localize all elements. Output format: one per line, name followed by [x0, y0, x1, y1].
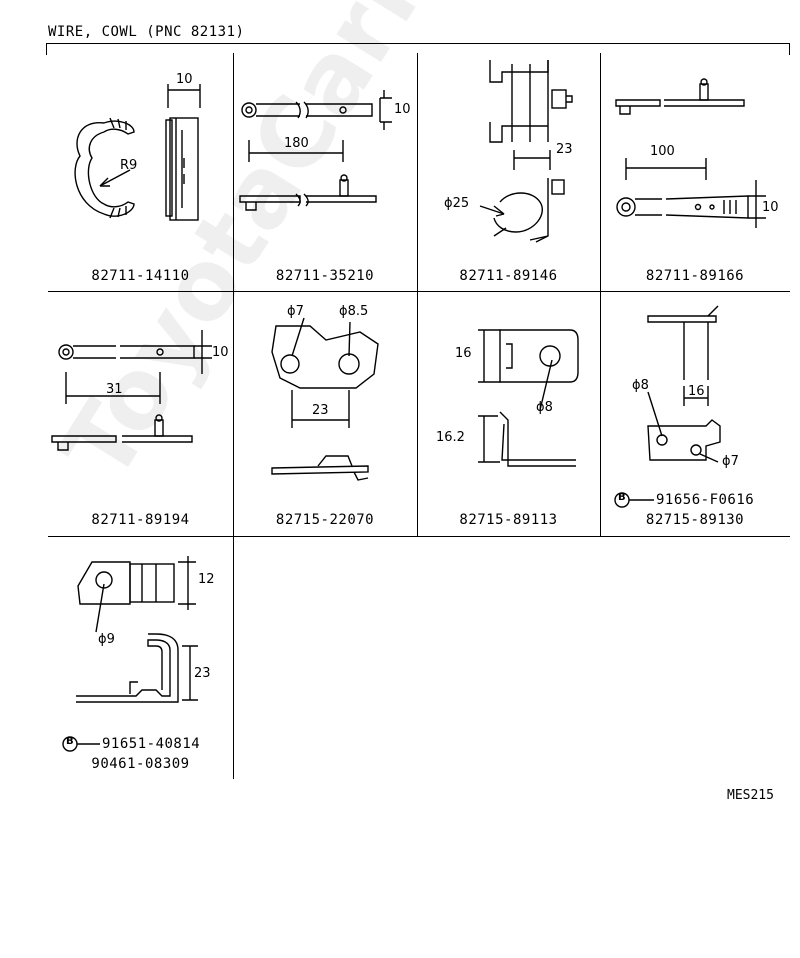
dim-label: 23 [556, 142, 573, 157]
strap-wide-drawing [615, 78, 766, 228]
part-number: 82715-89113 [459, 512, 558, 528]
clip-drawing [479, 60, 573, 243]
dim-label: ϕ7 [287, 304, 304, 319]
plate-drawing [271, 317, 379, 481]
bolt-marker-letter: B [66, 736, 74, 747]
dim-label: 100 [650, 144, 675, 159]
part-number: 90461-08309 [91, 756, 190, 772]
dim-label: ϕ7 [722, 454, 739, 469]
part-number: 82715-22070 [275, 512, 375, 528]
document-code: MES215 [727, 788, 774, 803]
dim-label: ϕ8 [536, 400, 553, 415]
clamp-ring-drawing [74, 84, 201, 221]
dim-label: 10 [176, 72, 193, 87]
part-number: 82711-14110 [91, 268, 190, 284]
col-divider-3 [600, 53, 601, 536]
dim-label: ϕ8 [632, 378, 649, 393]
dim-label: 180 [284, 136, 309, 151]
strap-drawing [239, 90, 392, 211]
clamp-bracket-drawing [76, 556, 198, 703]
dim-label: ϕ9 [98, 632, 115, 647]
row-divider-2 [48, 536, 790, 537]
col-divider-2 [417, 53, 418, 536]
bolt-part-number: 91651-40814 [102, 736, 201, 752]
dim-label: 23 [194, 666, 211, 681]
frame-left-tick [46, 43, 47, 55]
part-number: 82711-89146 [459, 268, 558, 284]
bracket-drawing [478, 329, 579, 467]
frame-top [46, 43, 790, 44]
dim-label: 12 [198, 572, 215, 587]
dim-label: 10 [212, 345, 229, 360]
row-divider-1 [48, 291, 790, 292]
dim-label: 16 [455, 346, 472, 361]
strap-short-drawing [51, 330, 212, 451]
dim-label: ϕ8.5 [339, 304, 369, 319]
bolt-marker-letter: B [618, 492, 626, 503]
bracket-l-drawing [647, 305, 721, 463]
dim-label: 23 [312, 403, 329, 418]
dim-label: 10 [394, 102, 411, 117]
frame-right-tick [789, 43, 790, 55]
dim-label: 16 [688, 384, 705, 399]
part-number: 82715-89130 [645, 512, 745, 528]
dim-label: ϕ25 [444, 196, 470, 211]
dim-label: 16.2 [436, 430, 465, 445]
diagram-title: WIRE, COWL (PNC 82131) [48, 24, 245, 40]
part-number: 82711-89194 [91, 512, 190, 528]
dim-label: R9 [120, 158, 138, 173]
dim-label: 31 [106, 382, 123, 397]
dim-label: 10 [762, 200, 779, 215]
part-number: 82711-35210 [275, 268, 375, 284]
part-number: 82711-89166 [645, 268, 745, 284]
col-divider-1 [233, 53, 234, 779]
bolt-part-number: 91656-F0616 [656, 492, 755, 508]
